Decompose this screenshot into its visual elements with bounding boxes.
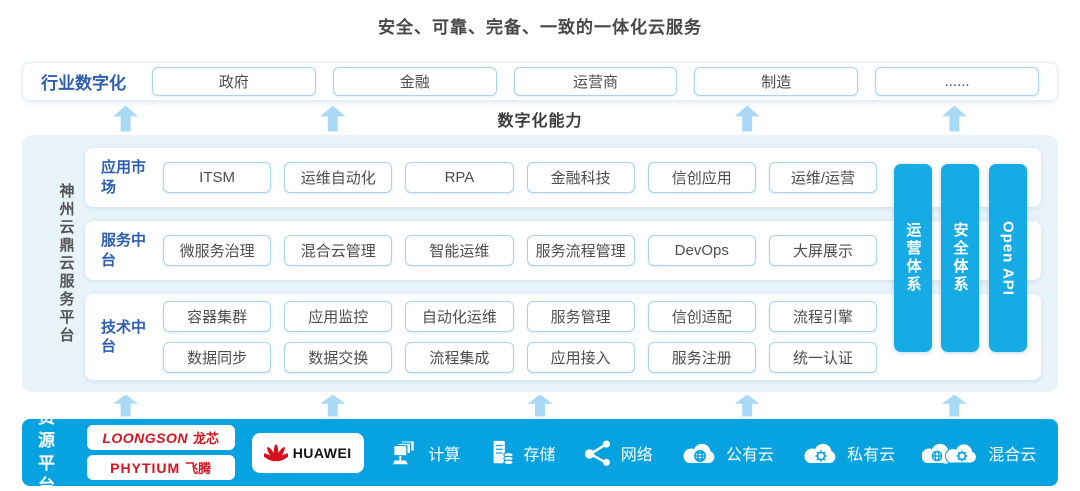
resource-item-compute: 计算 (390, 438, 460, 468)
up-arrow-icon (941, 394, 967, 417)
box-devops: DevOps (647, 235, 756, 266)
network-icon (583, 438, 613, 468)
industry-item-finance: 金融 (332, 67, 497, 96)
box-app-access: 应用接入 (526, 342, 635, 373)
public-cloud-icon (680, 439, 718, 467)
app-market-boxes: ITSM 运维自动化 RPA 金融科技 信创应用 运维/运营 (163, 162, 878, 193)
app-market-row: 应用市场 ITSM 运维自动化 RPA 金融科技 信创应用 运维/运营 (85, 148, 1041, 207)
box-ops-automation: 运维自动化 (284, 162, 393, 193)
resource-item-hybrid-cloud: 混合云 (922, 439, 1036, 467)
tech-platform-row: 技术中台 容器集群 应用监控 自动化运维 服务管理 信创适配 流程引擎 数据同步… (85, 294, 1041, 380)
pillar-open-api: Open API (989, 164, 1027, 352)
industry-item-manufacturing: 制造 (694, 67, 859, 96)
box-microservice-governance: 微服务治理 (163, 235, 272, 266)
huawei-logo: HUAWEI (251, 432, 364, 473)
loongson-logo: LOONGSON 龙芯 (86, 425, 235, 450)
private-cloud-icon (801, 439, 839, 467)
service-platform-label: 服务中台 (101, 232, 147, 269)
box-dashboard-display: 大屏展示 (768, 235, 878, 266)
resource-arrow-row (22, 394, 1058, 417)
up-arrow-icon (320, 105, 346, 132)
up-arrow-icon (734, 394, 760, 417)
resource-item-label: 混合云 (988, 446, 1037, 464)
box-xinchuang-app: 信创应用 (647, 162, 756, 193)
platform-rows: 应用市场 ITSM 运维自动化 RPA 金融科技 信创应用 运维/运营 服务中台… (85, 148, 1041, 380)
huawei-flower-icon (263, 441, 288, 465)
up-arrow-icon (527, 394, 553, 417)
box-process-integration: 流程集成 (405, 342, 514, 373)
up-arrow-icon (113, 105, 139, 132)
cpu-vendor-stack: LOONGSON 龙芯 PHYTIUM 飞腾 (86, 425, 235, 480)
capability-arrow-row: 数字化能力 (22, 104, 1058, 133)
resource-item-label: 计算 (428, 446, 461, 464)
box-xinchuang-adaptation: 信创适配 (647, 301, 756, 332)
box-data-exchange: 数据交换 (284, 342, 393, 373)
box-automated-ops: 自动化运维 (405, 301, 514, 332)
resource-item-private-cloud: 私有云 (801, 439, 895, 467)
box-data-sync: 数据同步 (163, 342, 272, 373)
tech-platform-boxes: 容器集群 应用监控 自动化运维 服务管理 信创适配 流程引擎 数据同步 数据交换… (163, 301, 878, 373)
pillar-operation-system: 运营体系 (894, 164, 932, 352)
up-arrow-icon (113, 394, 139, 417)
service-platform-boxes: 微服务治理 混合云管理 智能运维 服务流程管理 DevOps 大屏展示 (163, 235, 878, 266)
industry-item-operator: 运营商 (513, 67, 678, 96)
industry-digitalization-row: 行业数字化 政府 金融 运营商 制造 ...... (22, 62, 1058, 101)
box-ops-operation: 运维/运营 (768, 162, 878, 193)
hybrid-cloud-icon (922, 439, 980, 467)
industry-item-more: ...... (875, 67, 1039, 96)
phytium-logo: PHYTIUM 飞腾 (86, 455, 235, 480)
resource-item-storage: 存储 (488, 438, 556, 468)
box-unified-auth: 统一认证 (768, 342, 878, 373)
up-arrow-icon (734, 105, 760, 132)
box-fintech: 金融科技 (526, 162, 635, 193)
industry-item-government: 政府 (152, 67, 316, 96)
service-platform-row: 服务中台 微服务治理 混合云管理 智能运维 服务流程管理 DevOps 大屏展示 (85, 221, 1041, 280)
page-title: 安全、可靠、完备、一致的一体化云服务 (378, 18, 702, 37)
up-arrow-icon (941, 105, 967, 132)
industry-items: 政府 金融 运营商 制造 ...... (152, 67, 1039, 96)
resource-items: 计算 (377, 438, 1050, 468)
box-rpa: RPA (405, 162, 514, 193)
box-intelligent-ops: 智能运维 (405, 235, 514, 266)
box-service-mgmt: 服务管理 (526, 301, 635, 332)
resource-platform-label: 资源平台 (38, 407, 56, 491)
compute-icon (390, 438, 420, 468)
resource-item-network: 网络 (583, 438, 653, 468)
pillar-security-system: 安全体系 (941, 164, 979, 352)
platform-side-label: 神州云鼎云服务平台 (57, 182, 75, 345)
box-hybrid-cloud-mgmt: 混合云管理 (284, 235, 393, 266)
box-container-cluster: 容器集群 (163, 301, 272, 332)
storage-icon (488, 438, 516, 468)
platform-panel: 神州云鼎云服务平台 应用市场 ITSM 运维自动化 RPA 金融科技 信创应用 … (22, 135, 1058, 392)
box-process-engine: 流程引擎 (768, 301, 878, 332)
digital-capability-label: 数字化能力 (497, 112, 583, 130)
resource-item-public-cloud: 公有云 (680, 439, 774, 467)
resource-item-label: 公有云 (725, 446, 774, 464)
app-market-label: 应用市场 (101, 159, 147, 196)
tech-platform-label: 技术中台 (101, 318, 147, 356)
resource-item-label: 网络 (620, 446, 653, 464)
box-itsm: ITSM (163, 162, 272, 193)
box-app-monitoring: 应用监控 (284, 301, 393, 332)
box-service-process-mgmt: 服务流程管理 (526, 235, 635, 266)
resource-platform-bar: 资源平台 LOONGSON 龙芯 PHYTIUM 飞腾 (22, 408, 1058, 491)
resource-item-label: 私有云 (847, 446, 896, 464)
up-arrow-icon (320, 394, 346, 417)
box-service-registry: 服务注册 (647, 342, 756, 373)
industry-row-label: 行业数字化 (41, 74, 126, 93)
resource-item-label: 存储 (523, 446, 556, 464)
